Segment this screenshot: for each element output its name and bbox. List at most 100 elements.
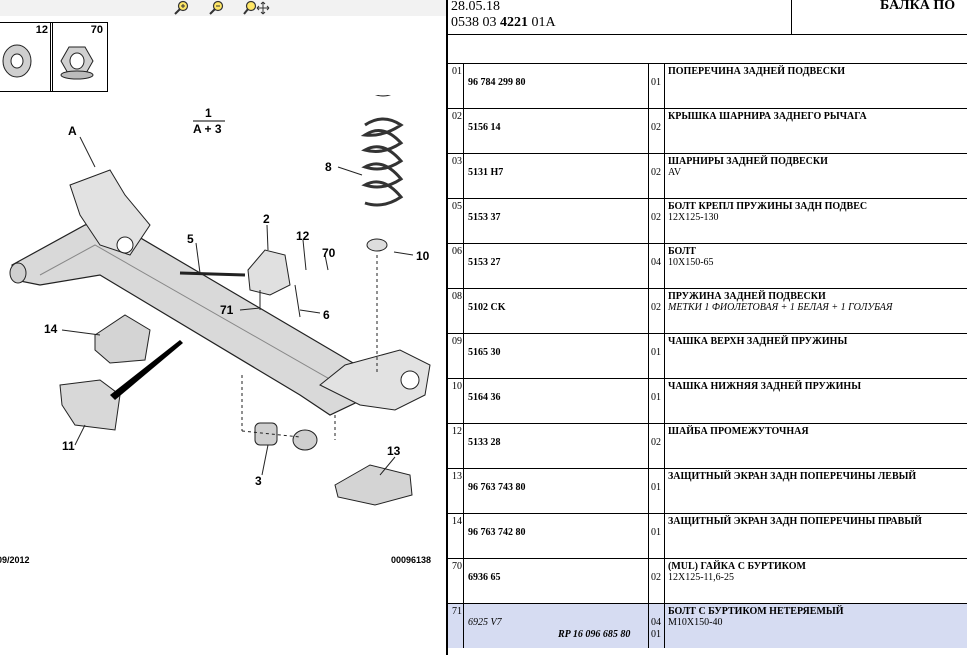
ref-bold: 4221 — [500, 15, 528, 30]
shield-left[interactable] — [334, 464, 413, 506]
part-reference[interactable]: 6936 65 — [468, 572, 501, 583]
label-70: 70 — [322, 246, 336, 260]
date-code: 09/2012 — [0, 555, 30, 565]
zoom-out-icon[interactable] — [208, 0, 226, 16]
part-reference[interactable]: 96 784 299 80 — [468, 77, 526, 88]
quantity: 02 — [651, 302, 661, 313]
label-A: A — [68, 124, 77, 138]
label-6: 6 — [323, 308, 330, 322]
item-number: 10 — [452, 381, 462, 392]
exploded-diagram: A 1 A + 3 2 3 5 6 8 9 10 11 12 13 14 70 … — [0, 95, 431, 565]
column-divider — [463, 109, 464, 153]
bushing[interactable] — [241, 375, 336, 446]
washer-icon — [2, 44, 32, 78]
label-2: 2 — [263, 212, 270, 226]
label-12: 12 — [296, 229, 310, 243]
quantity: 02 — [651, 572, 661, 583]
crossmember-beam[interactable] — [9, 169, 431, 451]
part-description: БОЛТ КРЕПЛ ПРУЖИНЫ ЗАДН ПОДВЕС — [668, 201, 868, 212]
thumbnail-washer[interactable]: 12 — [0, 22, 53, 92]
illustration-panel: 12 70 — [0, 0, 447, 655]
quantity: 04 — [651, 617, 661, 628]
zoom-toolbar — [0, 0, 447, 16]
quantity: 01 — [651, 482, 661, 493]
column-divider — [664, 199, 665, 243]
header-separator — [791, 0, 792, 34]
part-reference[interactable]: 5156 14 — [468, 122, 501, 133]
part-reference[interactable]: 5102 CK — [468, 302, 506, 313]
column-divider — [664, 289, 665, 333]
thumbnail-nut[interactable]: 70 — [50, 22, 108, 92]
nut-icon — [60, 46, 94, 80]
quantity: 01 — [651, 527, 661, 538]
column-divider — [648, 64, 649, 108]
bracket-cover[interactable] — [179, 249, 301, 318]
part-reference[interactable]: 5131 H7 — [468, 167, 504, 178]
column-divider — [664, 604, 665, 648]
part-description: ЗАЩИТНЫЙ ЭКРАН ЗАДН ПОПЕРЕЧИНЫ ПРАВЫЙ — [668, 516, 922, 527]
column-divider — [664, 424, 665, 468]
shield-right[interactable] — [94, 314, 151, 364]
column-divider — [664, 469, 665, 513]
coil-spring[interactable] — [360, 95, 404, 375]
column-divider — [463, 469, 464, 513]
catalog-date: 28.05.18 — [451, 0, 500, 14]
column-divider — [463, 154, 464, 198]
header-divider — [448, 34, 967, 35]
column-divider — [463, 334, 464, 378]
bracket-11[interactable] — [59, 379, 121, 431]
thumbnail-label: 12 — [35, 24, 48, 36]
quantity: 02 — [651, 167, 661, 178]
part-reference[interactable]: 5153 27 — [468, 257, 501, 268]
part-description: БОЛТ — [668, 246, 696, 257]
part-reference[interactable]: 6925 V7 — [468, 617, 502, 628]
part-description: (MUL) ГАЙКА С БУРТИКОМ — [668, 561, 806, 572]
part-description: ЗАЩИТНЫЙ ЭКРАН ЗАДН ПОПЕРЕЧИНЫ ЛЕВЫЙ — [668, 471, 917, 482]
part-reference[interactable]: 5164 36 — [468, 392, 501, 403]
quantity: 04 — [651, 257, 661, 268]
part-reference[interactable]: 96 763 743 80 — [468, 482, 526, 493]
column-divider — [648, 289, 649, 333]
column-divider — [463, 379, 464, 423]
part-reference[interactable]: 5133 28 — [468, 437, 501, 448]
alt-reference[interactable]: RP 16 096 685 80 — [558, 629, 631, 640]
part-reference[interactable]: 5165 30 — [468, 347, 501, 358]
part-reference[interactable]: 5153 37 — [468, 212, 501, 223]
column-divider — [463, 244, 464, 288]
column-divider — [648, 604, 649, 648]
column-divider — [463, 514, 464, 558]
column-divider — [648, 469, 649, 513]
item-number: 06 — [452, 246, 462, 257]
part-spec: 12X125-130 — [668, 212, 719, 223]
label-13: 13 — [387, 444, 401, 458]
column-divider — [648, 514, 649, 558]
quantity: 01 — [651, 347, 661, 358]
label-3: 3 — [255, 474, 262, 488]
column-divider — [664, 154, 665, 198]
zoom-move-icon[interactable] — [243, 0, 271, 16]
label-10: 10 — [416, 249, 430, 263]
column-divider — [648, 109, 649, 153]
table-row[interactable]: 14 96 763 742 80 01 ЗАЩИТНЫЙ ЭКРАН ЗАДН ПОП… — [448, 513, 967, 558]
quantity: 01 — [651, 392, 661, 403]
item-number: 14 — [452, 516, 462, 527]
zoom-in-icon[interactable] — [173, 0, 191, 16]
ref-prefix: 0538 03 — [451, 15, 500, 30]
column-divider — [648, 154, 649, 198]
part-thumbnails: 12 70 — [0, 22, 108, 92]
part-reference[interactable]: 96 763 742 80 — [468, 527, 526, 538]
